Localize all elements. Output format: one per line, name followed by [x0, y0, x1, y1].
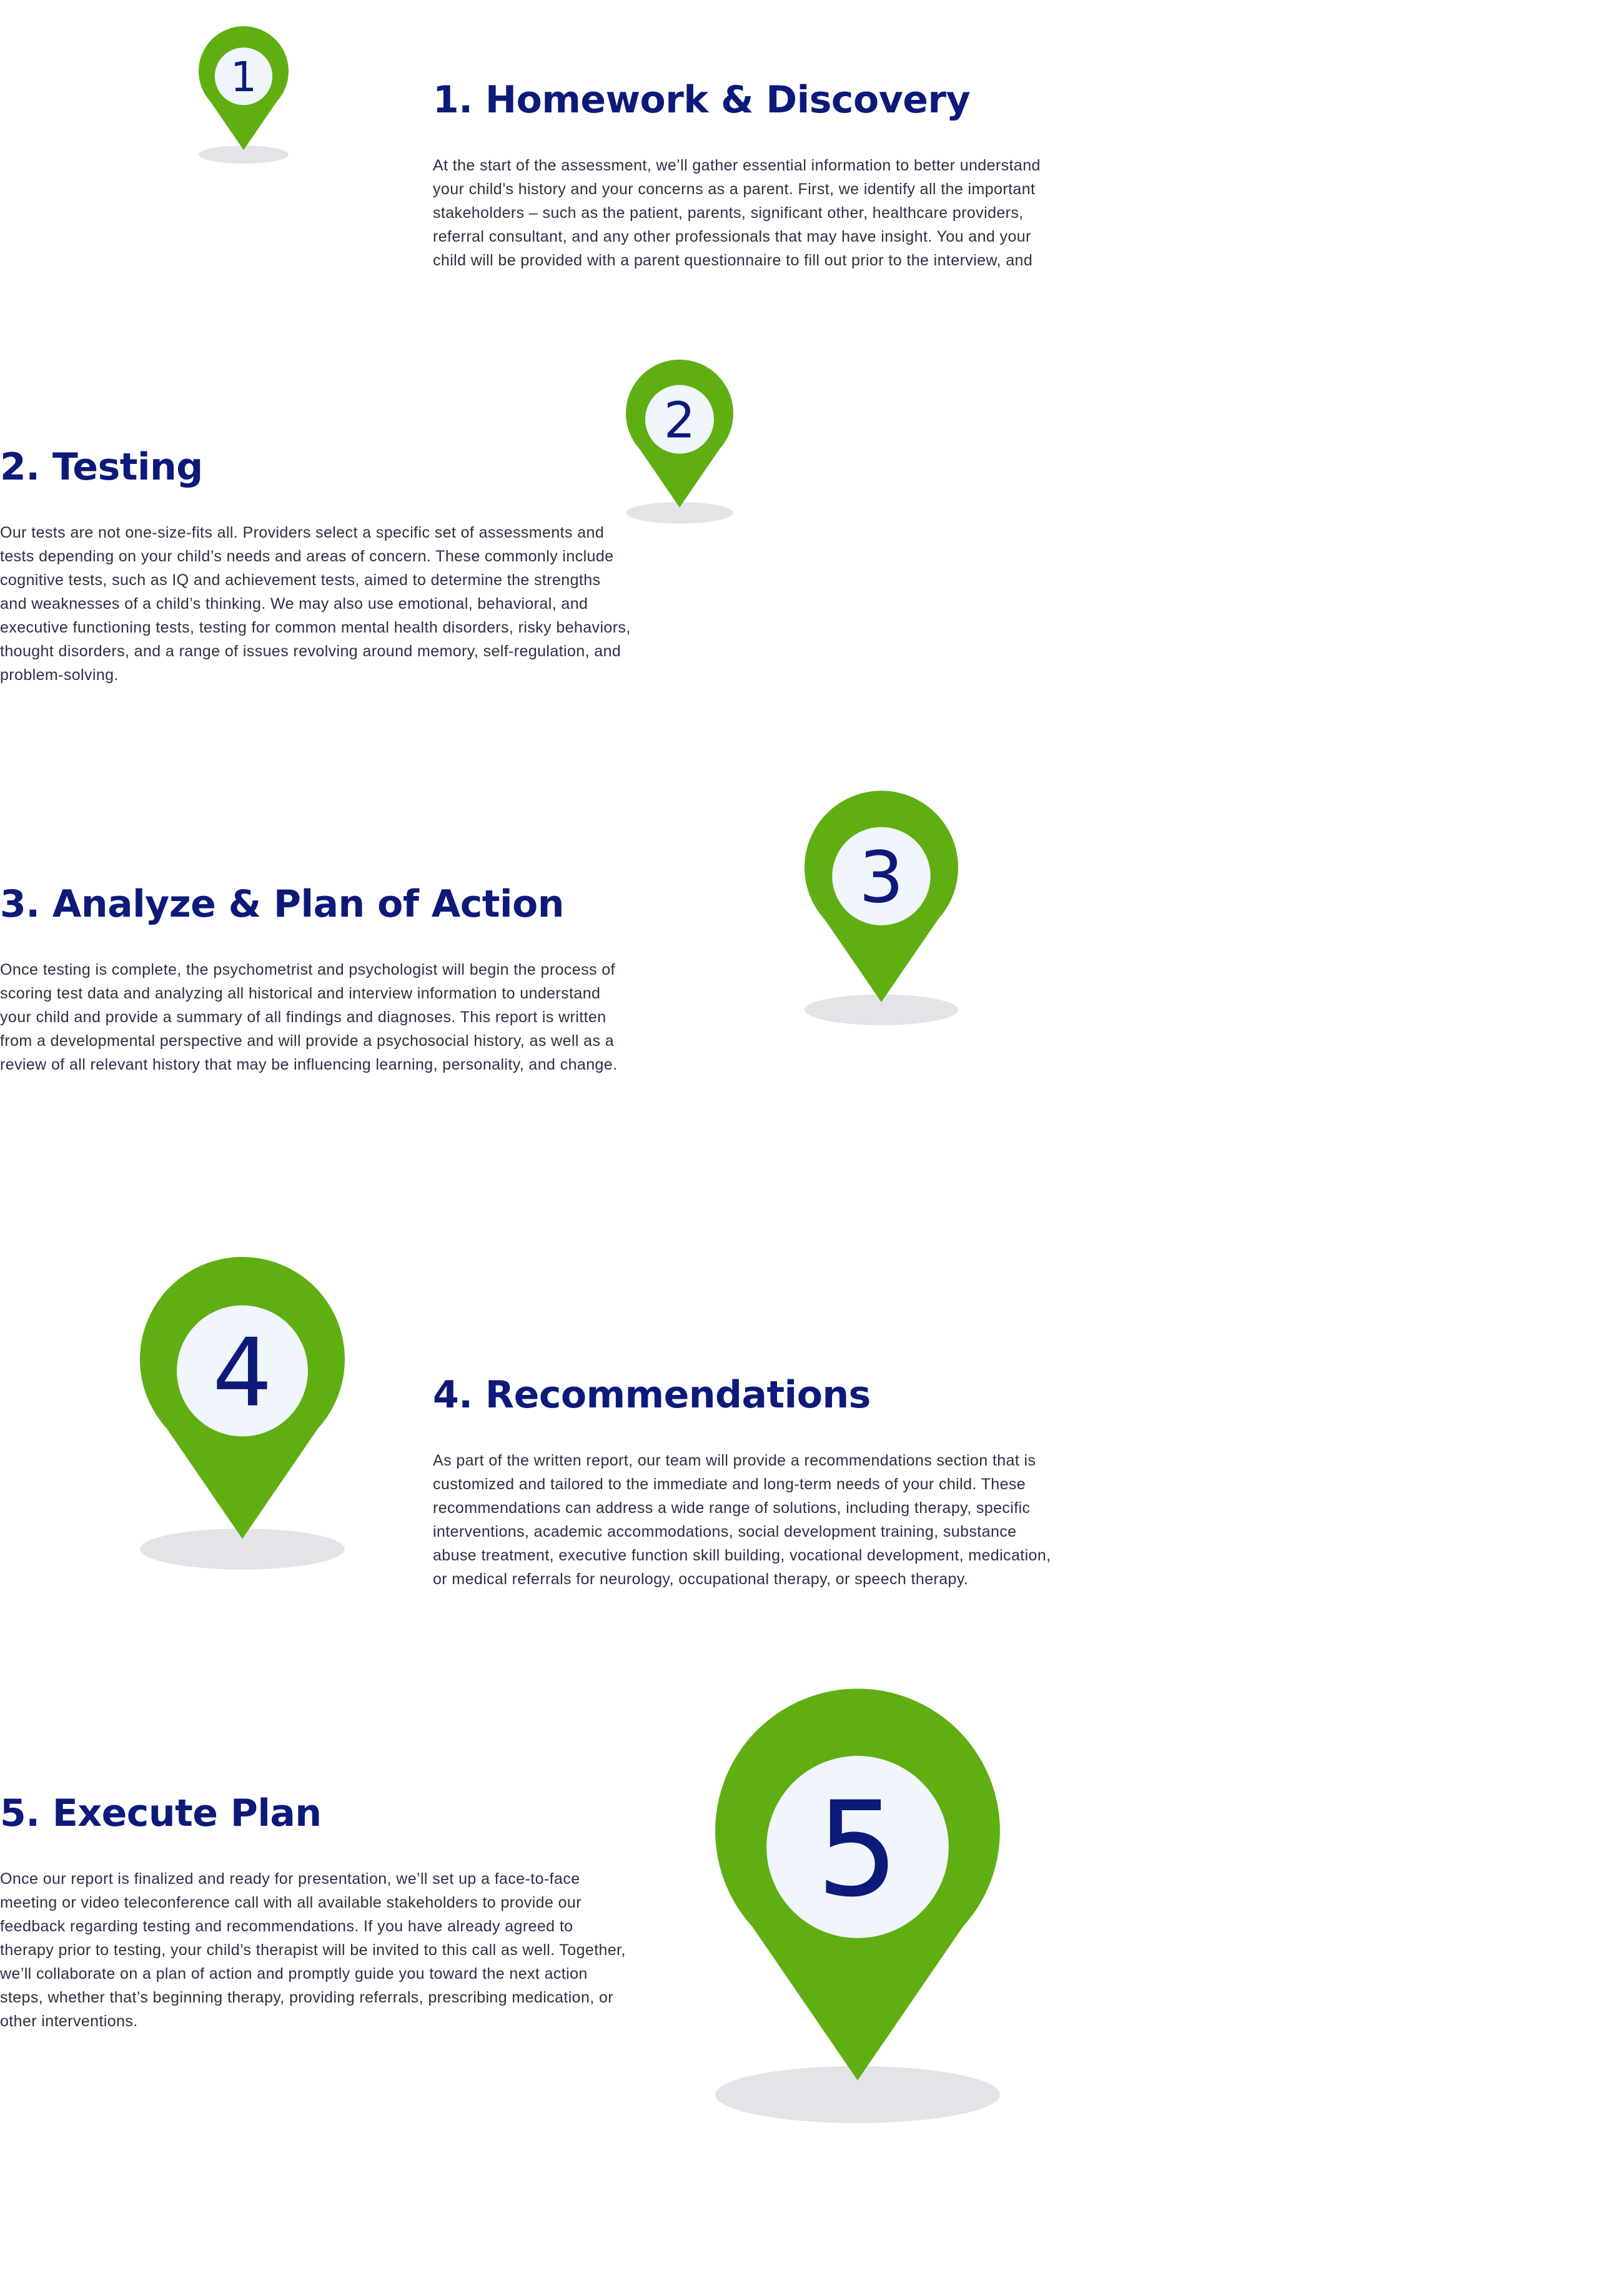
step-description: Our tests are not one-size-fits all. Pro…	[0, 524, 631, 684]
map-pin-icon: 5	[715, 1688, 1000, 2123]
pin-shadow	[140, 1528, 345, 1570]
pin-shadow	[715, 2066, 1000, 2123]
step-number: 2	[664, 392, 695, 449]
map-pin-icon: 1	[199, 26, 289, 164]
pin-circle	[766, 1756, 949, 1938]
step-title: 2. Testing	[0, 445, 203, 489]
pin-shadow	[804, 994, 958, 1025]
pin-graphic: 5	[715, 1688, 1000, 2123]
map-pin-icon: 2	[626, 359, 733, 525]
map-pin-icon: 3	[804, 791, 958, 1025]
pin-circle	[645, 385, 715, 454]
pin-shadow	[626, 502, 733, 524]
step-number: 1	[230, 53, 257, 101]
pin-circle	[214, 47, 273, 106]
step-description: At the start of the assessment, we’ll ga…	[433, 157, 1041, 269]
step-description: Once our report is finalized and ready f…	[0, 1870, 626, 2030]
pin-graphic: 2	[626, 359, 733, 524]
step-description: As part of the written report, our team …	[433, 1452, 1051, 1588]
step-description: Once testing is complete, the psychometr…	[0, 961, 618, 1073]
step-number: 3	[859, 837, 904, 919]
pin-shadow	[199, 145, 289, 164]
step-number: 5	[816, 1773, 899, 1926]
pin-graphic: 4	[140, 1256, 345, 1570]
step-title: 1. Homework & Discovery	[433, 78, 971, 122]
step-number: 4	[212, 1318, 272, 1428]
step-title: 5. Execute Plan	[0, 1791, 322, 1835]
pin-graphic: 1	[199, 26, 289, 164]
step-title: 3. Analyze & Plan of Action	[0, 882, 565, 926]
pin-circle	[177, 1305, 308, 1437]
map-pin-icon: 4	[140, 1256, 345, 1570]
step-title: 4. Recommendations	[433, 1373, 871, 1417]
pin-graphic: 3	[804, 791, 958, 1025]
pin-circle	[832, 827, 931, 925]
